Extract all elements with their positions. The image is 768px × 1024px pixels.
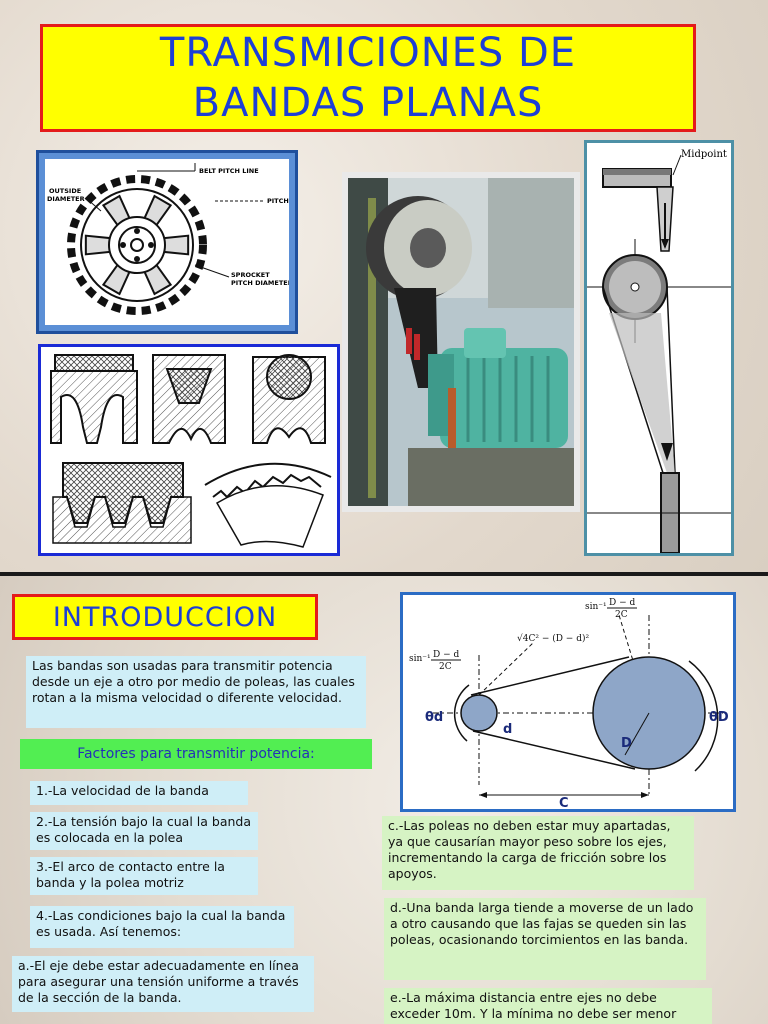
sprocket-label-1: SPROCKET <box>231 271 270 279</box>
sprocket-spoke <box>84 234 111 256</box>
slide-belt-transmissions: TRANSMICIONES DE BANDAS PLANAS BELT PITC… <box>0 0 768 572</box>
outside-diameter-label-1: OUTSIDE <box>49 187 81 195</box>
pitch-label: PITCH <box>267 197 289 205</box>
center-distance-label: C <box>559 796 569 809</box>
factor-1: 1.-La velocidad de la banda <box>30 781 248 805</box>
condition-a: a.-El eje debe estar adecuadamente en lí… <box>12 956 314 1012</box>
sprocket-spoke <box>163 234 190 256</box>
quarter-twist-diagram: Midpoint <box>584 140 734 556</box>
midpoint-label: Midpoint <box>681 149 727 160</box>
condition-e: e.-La máxima distancia entre ejes no deb… <box>384 988 712 1024</box>
frac-left-numerator: D − d <box>433 650 459 660</box>
frac-top-denominator: 2C <box>615 610 628 620</box>
motor-photo-drawing <box>348 178 574 506</box>
belt-sections-diagram <box>38 344 340 556</box>
theta-D-label: θD <box>709 710 729 725</box>
outside-diameter-label-2: DIAMETER <box>47 195 85 203</box>
sin-left-label: sin⁻¹ <box>409 654 431 664</box>
sprocket-diagram: BELT PITCH LINE PITCH OUTSIDE DIAMETER S… <box>36 150 298 334</box>
intro-paragraph: Las bandas son usadas para transmitir po… <box>26 656 366 728</box>
quarter-twist-drawing: Midpoint <box>587 149 731 553</box>
sprocket-label-2: PITCH DIAMETER <box>231 279 289 287</box>
factors-title-box: Factores para transmitir potencia: <box>20 739 372 769</box>
frac-top-numerator: D − d <box>609 598 635 608</box>
belt-geometry-drawing: sin⁻¹ D − d 2C √4C² − (D − d)² sin⁻¹ D −… <box>409 598 729 809</box>
small-d-label: d <box>503 722 512 737</box>
slide-title-box: TRANSMICIONES DE BANDAS PLANAS <box>40 24 696 132</box>
frac-left-denominator: 2C <box>439 662 452 672</box>
slide-divider <box>0 572 768 576</box>
slide-introduction: INTRODUCCION Las bandas son usadas para … <box>0 576 768 1024</box>
factor-2: 2.-La tensión bajo la cual la banda es c… <box>30 812 258 850</box>
belt-pitch-line-label: BELT PITCH LINE <box>199 167 259 175</box>
intro-heading: INTRODUCCION <box>52 601 278 633</box>
condition-d: d.-Una banda larga tiende a moverse de u… <box>384 898 706 980</box>
condition-c: c.-Las poleas no deben estar muy apartad… <box>382 816 694 890</box>
motor-belt-photo <box>342 172 580 512</box>
large-D-label: D <box>621 736 632 751</box>
slide-title: TRANSMICIONES DE BANDAS PLANAS <box>159 30 577 126</box>
theta-d-label: θd <box>425 710 443 725</box>
sprocket-drawing: BELT PITCH LINE PITCH OUTSIDE DIAMETER S… <box>47 163 289 315</box>
sin-top-label: sin⁻¹ <box>585 602 607 612</box>
factors-title: Factores para transmitir potencia: <box>77 746 315 762</box>
belt-sections-drawing <box>50 354 332 548</box>
intro-heading-box: INTRODUCCION <box>12 594 318 640</box>
factor-3: 3.-El arco de contacto entre la banda y … <box>30 857 258 895</box>
sqrt-label: √4C² − (D − d)² <box>517 633 589 644</box>
belt-geometry-diagram: sin⁻¹ D − d 2C √4C² − (D − d)² sin⁻¹ D −… <box>400 592 736 812</box>
factor-4: 4.-Las condiciones bajo la cual la banda… <box>30 906 294 948</box>
